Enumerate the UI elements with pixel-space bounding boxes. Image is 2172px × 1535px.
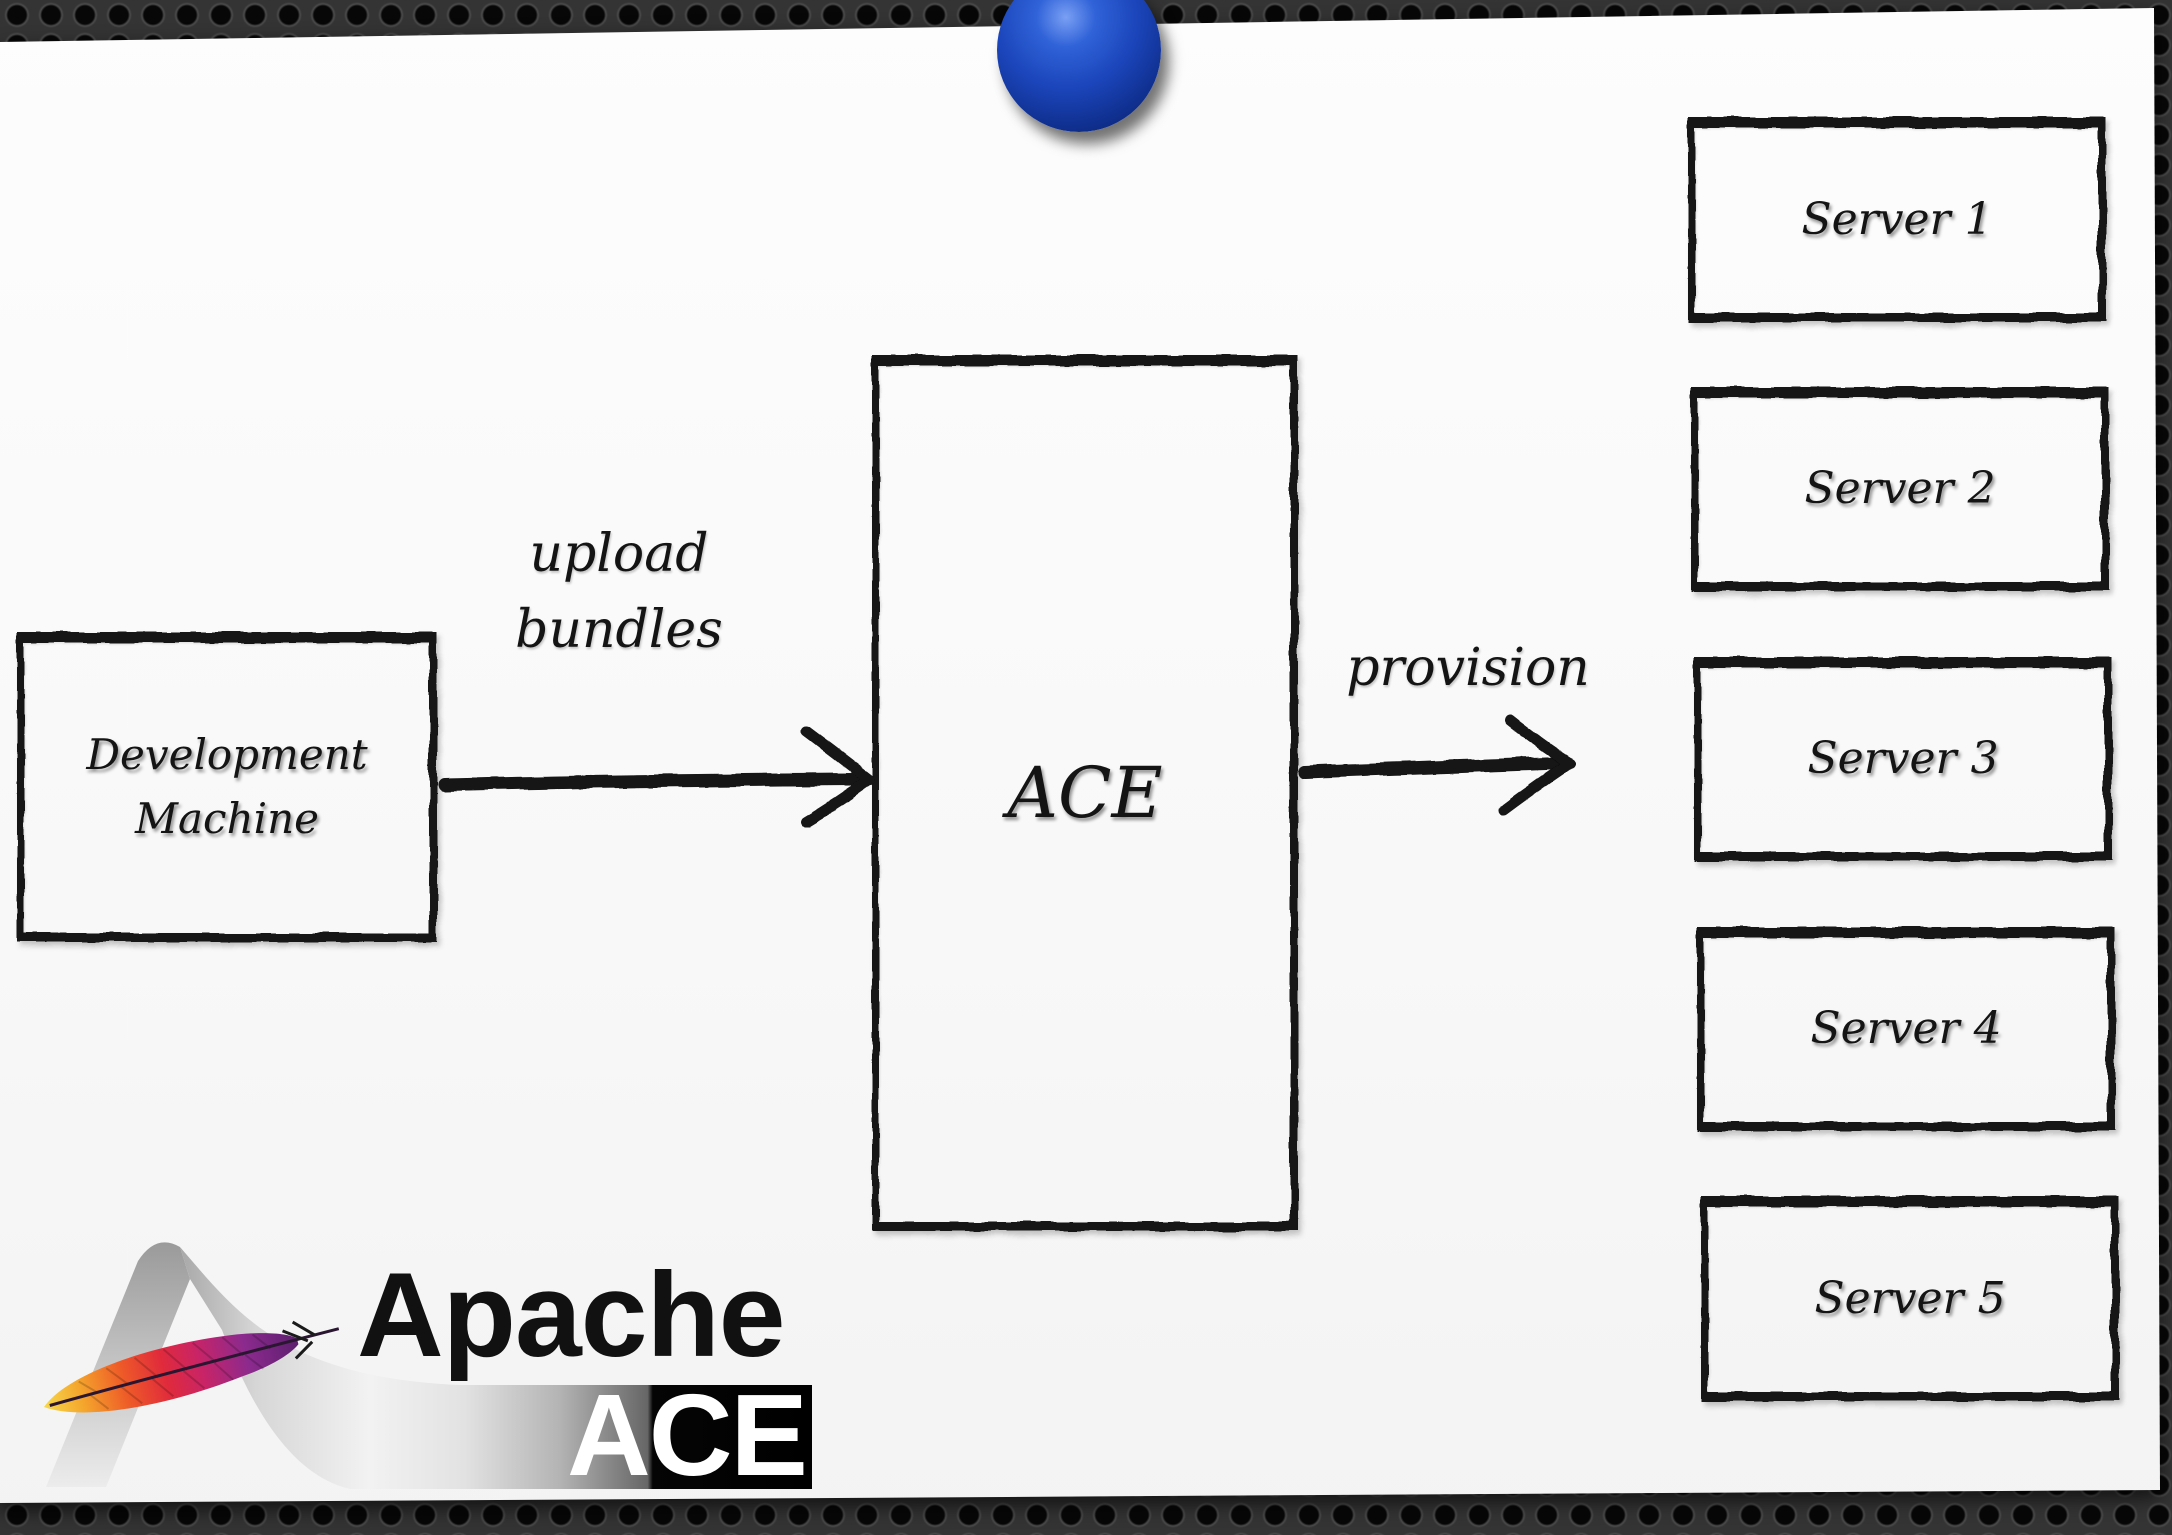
ace-box xyxy=(872,355,1298,1231)
ace-label: ACE xyxy=(1007,752,1163,834)
logo-wordmark: Apache xyxy=(357,1248,785,1382)
server-3-box xyxy=(1694,657,2112,861)
server-3-label: Server 3 xyxy=(1807,733,1999,784)
server-3-node: Server 3 xyxy=(1694,657,2112,861)
server-2-label: Server 2 xyxy=(1804,463,1996,514)
server-4-box xyxy=(1697,927,2115,1131)
apache-logo xyxy=(44,1242,812,1489)
server-2-node: Server 2 xyxy=(1691,387,2109,591)
server-1-node: Server 1 xyxy=(1688,117,2106,322)
development-machine-node: Development Machine xyxy=(17,632,437,942)
logo-ribbon xyxy=(180,1247,812,1489)
server-5-node: Server 5 xyxy=(1701,1196,2119,1401)
development-machine-box xyxy=(17,632,437,942)
upload-bundles-label: upload bundles xyxy=(515,524,723,660)
server-4-node: Server 4 xyxy=(1697,927,2115,1131)
server-2-box xyxy=(1691,387,2109,591)
development-machine-label: Development Machine xyxy=(86,730,368,843)
ace-node: ACE xyxy=(872,355,1298,1231)
server-1-label: Server 1 xyxy=(1801,193,1993,245)
logo-product-name: ACE xyxy=(567,1370,808,1500)
apache-feather-icon xyxy=(44,1320,340,1413)
server-1-box xyxy=(1688,117,2106,322)
server-4-label: Server 4 xyxy=(1810,1003,2002,1054)
server-5-label: Server 5 xyxy=(1814,1272,2006,1324)
push-pin-icon xyxy=(997,0,1161,132)
server-5-box xyxy=(1701,1196,2119,1401)
provision-label: provision xyxy=(1346,638,1590,698)
